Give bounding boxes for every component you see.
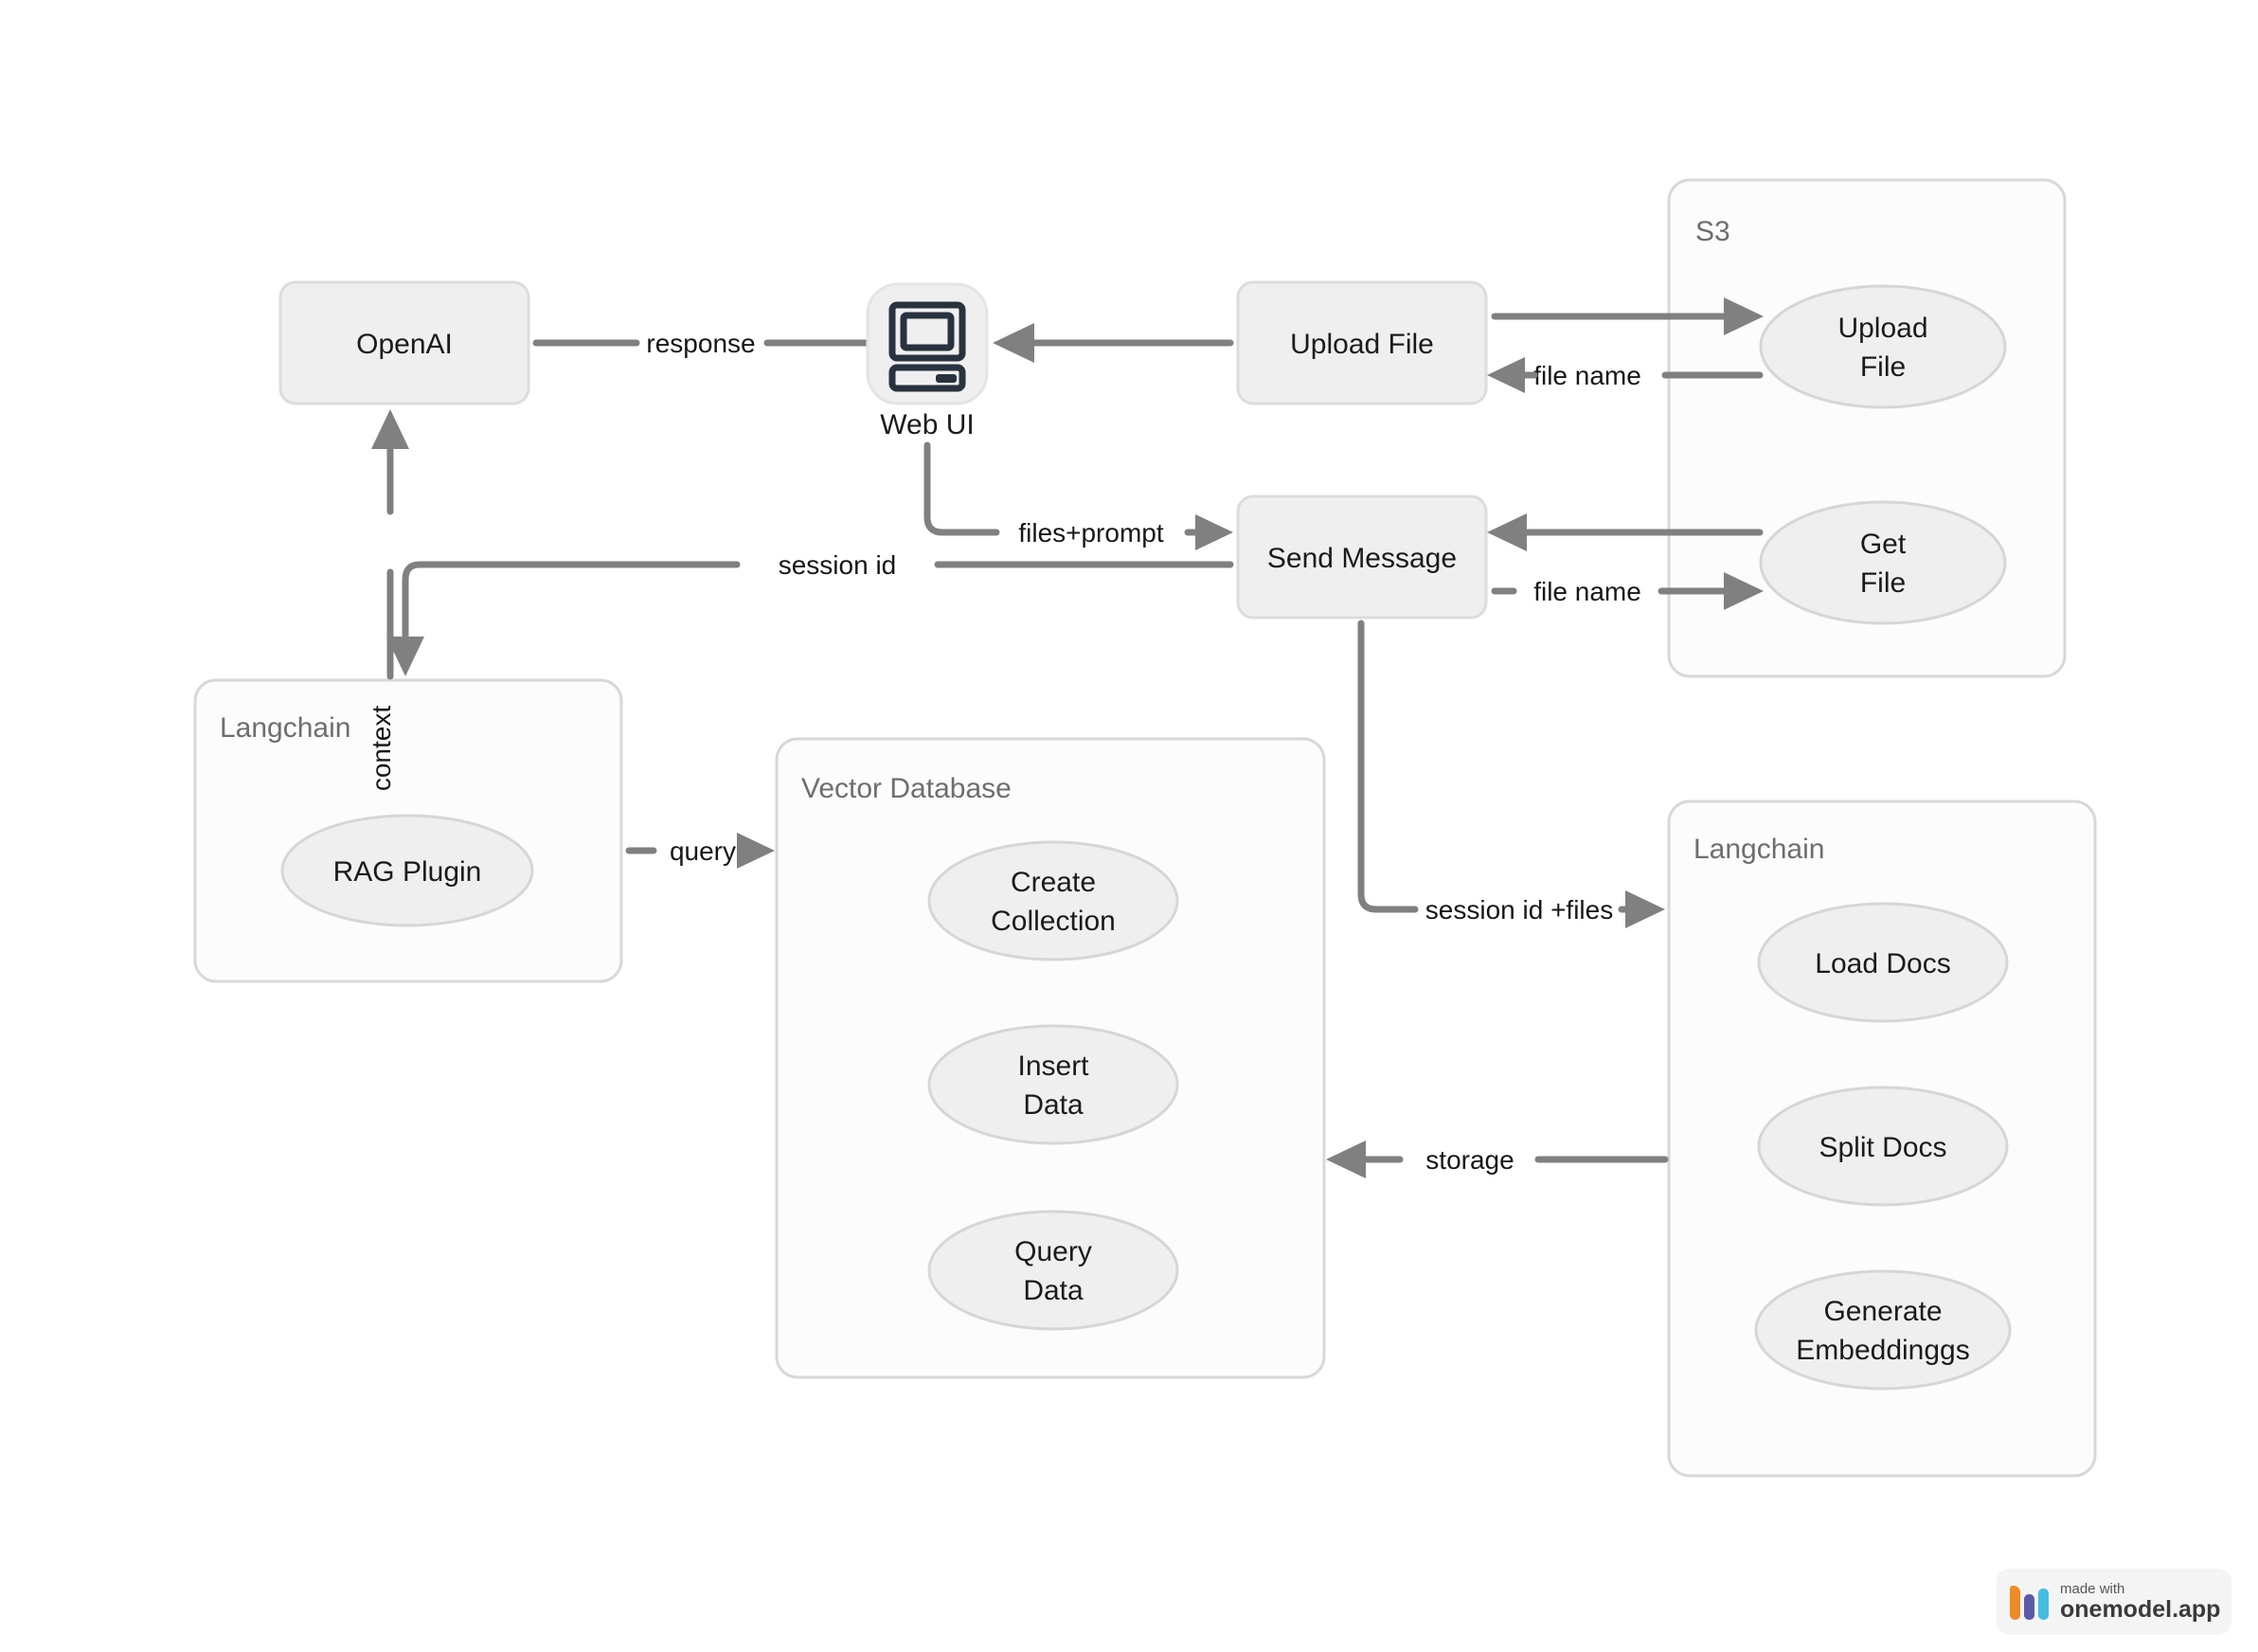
edge-ragplugin-to-openai: context [367, 409, 409, 791]
edge-label-file-name-upload: file name [1533, 361, 1641, 390]
watermark-line2: onemodel.app [2060, 1595, 2221, 1623]
node-load-docs-label: Load Docs [1815, 948, 1950, 979]
edge-path [402, 561, 741, 646]
node-split-docs-label: Split Docs [1819, 1132, 1946, 1163]
arrow-head-icon [1724, 297, 1764, 335]
node-create-collection-label-line1: Create [1011, 867, 1096, 898]
node-generate-embeddings-label-line2: Embeddinggs [1796, 1335, 1969, 1366]
edge-label-session-id: session id [779, 550, 897, 580]
arrow-head-icon [1487, 357, 1525, 393]
node-query-data-ellipse [927, 1210, 1179, 1331]
node-load-docs[interactable]: Load Docs [1757, 902, 2009, 1023]
node-upload-file-label: Upload File [1290, 329, 1434, 360]
node-s3-get-file-label-line2: File [1860, 567, 1906, 599]
edge-langchain-to-vectordb: query [625, 833, 775, 869]
group-langchain-rag-label: Langchain [220, 712, 350, 744]
node-insert-data-label-line2: Data [1023, 1089, 1084, 1121]
arrow-head-icon [371, 409, 409, 449]
group-vector-db-label: Vector Database [801, 773, 1012, 804]
edge-label-session-id-files: session id +files [1425, 895, 1613, 925]
watermark-line1: made with [2060, 1581, 2125, 1597]
edge-openai-to-webui: response [532, 324, 917, 362]
node-load-docs-ellipse [1757, 902, 2009, 1023]
node-rag-plugin-ellipse [280, 814, 534, 927]
edge-label-query: query [670, 836, 736, 866]
node-webui[interactable]: Web UI [866, 282, 989, 440]
node-s3-upload-file-label-line1: Upload [1837, 313, 1927, 344]
node-openai-rect [278, 280, 530, 405]
node-query-data-label-line1: Query [1014, 1236, 1092, 1267]
watermark-onemodel[interactable]: made with onemodel.app [1997, 1569, 2231, 1635]
edge-label-response: response [646, 329, 755, 358]
edge-upload-to-s3upload [1491, 297, 1764, 335]
node-query-data[interactable]: Query Data [927, 1210, 1179, 1331]
node-create-collection[interactable]: Create Collection [927, 840, 1179, 961]
node-openai-label: OpenAI [356, 329, 453, 360]
node-generate-embeddings-ellipse [1754, 1269, 2012, 1391]
node-send-message-rect [1236, 494, 1488, 620]
edge-s3get-to-send [1487, 513, 1764, 551]
node-s3-get-file[interactable]: Get File [1759, 500, 2007, 625]
node-send-message[interactable]: Send Message [1236, 494, 1488, 620]
node-send-message-label: Send Message [1267, 543, 1457, 574]
arrow-head-icon [1195, 514, 1233, 550]
arrow-head-icon [737, 833, 775, 869]
node-insert-data-ellipse [927, 1024, 1179, 1145]
arrow-head-icon [1625, 890, 1665, 928]
node-s3-get-file-ellipse [1759, 500, 2007, 625]
edge-label-file-name-get: file name [1533, 577, 1641, 606]
edge-label-context: context [367, 706, 396, 791]
arrow-head-icon [1487, 513, 1527, 551]
arrow-head-icon [1326, 1140, 1366, 1178]
node-rag-plugin[interactable]: RAG Plugin [280, 814, 534, 927]
edge-webui-to-send: files+prompt [923, 441, 1233, 550]
edge-path [1357, 620, 1419, 913]
watermark-text: made with onemodel.app [2060, 1582, 2220, 1622]
edge-label-storage: storage [1425, 1145, 1514, 1175]
node-s3-upload-file-label-line2: File [1860, 351, 1906, 383]
edge-ingest-to-vectordb: storage [1326, 1140, 1669, 1178]
group-langchain-ingest-label: Langchain [1694, 834, 1824, 865]
edge-path [923, 441, 1000, 536]
onemodel-logo-icon [2010, 1584, 2049, 1620]
node-split-docs-ellipse [1757, 1086, 2009, 1207]
edge-send-to-langchain-ingest: session id +files [1357, 620, 1665, 928]
edge-send-to-langchain-rag: session id [386, 550, 1234, 676]
node-openai[interactable]: OpenAI [278, 280, 530, 405]
arrow-head-icon [386, 637, 424, 676]
node-generate-embeddings[interactable]: Generate Embeddinggs [1754, 1269, 2012, 1391]
node-s3-get-file-label-line1: Get [1860, 529, 1907, 560]
node-split-docs[interactable]: Split Docs [1757, 1086, 2009, 1207]
node-webui-label: Web UI [880, 409, 974, 440]
edge-s3upload-to-upload: file name [1487, 357, 1764, 393]
node-s3-upload-file-ellipse [1759, 284, 2007, 409]
edge-upload-to-webui [993, 323, 1234, 363]
group-s3-label: S3 [1695, 216, 1730, 247]
node-create-collection-ellipse [927, 840, 1179, 961]
node-upload-file-rect [1236, 280, 1488, 405]
node-webui-box [866, 282, 989, 405]
edge-label-files-prompt: files+prompt [1018, 518, 1164, 548]
node-s3-upload-file[interactable]: Upload File [1759, 284, 2007, 409]
node-rag-plugin-label: RAG Plugin [333, 856, 482, 888]
node-insert-data[interactable]: Insert Data [927, 1024, 1179, 1145]
node-query-data-label-line2: Data [1023, 1275, 1084, 1306]
edge-send-to-s3get: file name [1491, 572, 1764, 610]
node-insert-data-label-line1: Insert [1017, 1050, 1089, 1082]
node-generate-embeddings-label-line1: Generate [1823, 1296, 1942, 1327]
node-upload-file[interactable]: Upload File [1236, 280, 1488, 405]
arrow-head-icon [993, 323, 1034, 363]
node-create-collection-label-line2: Collection [991, 906, 1116, 937]
arrow-head-icon [1724, 572, 1764, 610]
desktop-computer-icon [888, 301, 966, 392]
